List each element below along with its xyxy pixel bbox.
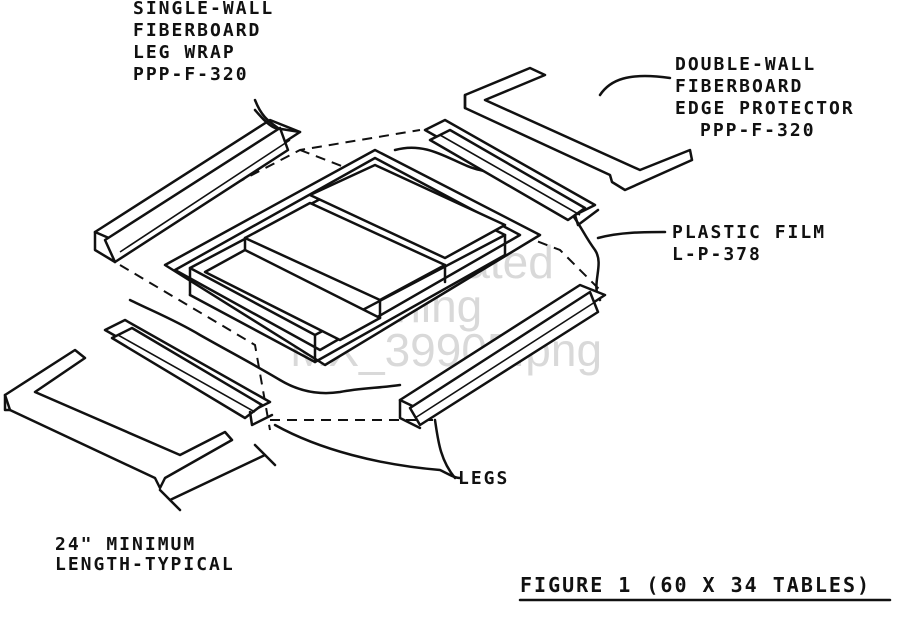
edge-protector-bottom-left <box>3 348 234 490</box>
label-double-wall: DOUBLE-WALL FIBERBOARD EDGE PROTECTOR PP… <box>675 54 855 141</box>
figure-caption: FIGURE 1 (60 X 34 TABLES) <box>518 573 892 602</box>
label-single-wall: SINGLE-WALL FIBERBOARD LEG WRAP PPP-F-32… <box>133 0 274 85</box>
plastic-film-line-1: PLASTIC FILM <box>672 222 826 243</box>
label-legs: LEGS <box>458 468 509 489</box>
caption-text: FIGURE 1 (60 X 34 TABLES) <box>520 573 871 597</box>
leg-wrap-bottom-right <box>398 283 607 430</box>
min-length-line-1: 24" MINIMUM <box>55 534 196 555</box>
single-wall-line-1: SINGLE-WALL <box>133 0 274 19</box>
double-wall-line-4: PPP-F-320 <box>700 120 816 141</box>
double-wall-line-3: EDGE PROTECTOR <box>675 98 855 119</box>
label-min-length: 24" MINIMUM LENGTH-TYPICAL <box>55 534 235 575</box>
single-wall-line-3: LEG WRAP <box>133 42 236 63</box>
double-wall-line-1: DOUBLE-WALL <box>675 54 816 75</box>
leg-wrap-bottom-left <box>103 318 274 427</box>
plastic-film-line-2: L-P-378 <box>672 244 762 265</box>
dimension-marker <box>158 443 277 512</box>
leg-wrap-top-left <box>93 108 302 264</box>
table-frame <box>163 148 542 367</box>
double-wall-line-2: FIBERBOARD <box>675 76 803 97</box>
edge-protector-top-right <box>463 66 694 192</box>
min-length-line-2: LENGTH-TYPICAL <box>55 554 235 575</box>
single-wall-line-4: PPP-F-320 <box>133 64 249 85</box>
single-wall-line-2: FIBERBOARD <box>133 20 261 41</box>
label-plastic-film: PLASTIC FILM L-P-378 <box>672 222 826 265</box>
leader-lines <box>253 74 672 480</box>
leg-wrap-top-right <box>423 118 600 227</box>
